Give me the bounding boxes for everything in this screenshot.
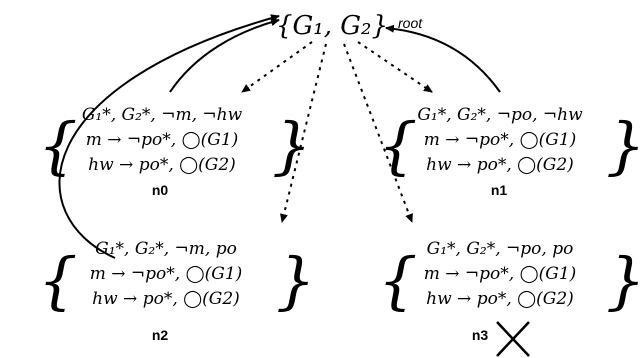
node-label: n0 <box>152 182 169 198</box>
brace-right: } <box>272 109 311 182</box>
edge-root-n0 <box>241 41 313 93</box>
root-node: {G₁, G₂} root <box>276 11 423 41</box>
node-n3: { } G₁*, G₂*, ¬po, po m → ¬po*, ◯(G1) hw… <box>378 239 641 357</box>
formula-line: G₁*, G₂*, ¬po, po <box>427 239 574 259</box>
brace-right: } <box>276 244 315 317</box>
brace-left: { <box>38 244 77 317</box>
edge-n1-root <box>385 24 501 93</box>
formula-line: m → ¬po*, ◯(G1) <box>424 130 577 150</box>
brace-left: { <box>378 244 417 317</box>
brace-left: { <box>378 109 417 182</box>
node-n1: { } G₁*, G₂*, ¬po, ¬hw m → ¬po*, ◯(G1) h… <box>378 105 641 198</box>
formula-line: G₁*, G₂*, ¬m, po <box>95 239 237 259</box>
solid-edges <box>58 14 501 259</box>
root-label: root <box>398 15 423 31</box>
node-label: n3 <box>472 327 489 343</box>
edge-n0-root <box>169 18 280 93</box>
formula-line: hw → po*, ◯(G2) <box>426 289 574 309</box>
node-n0: { } G₁*, G₂*, ¬m, ¬hw m → ¬po*, ◯(G1) hw… <box>38 105 311 198</box>
formula-line: hw → po*, ◯(G2) <box>426 155 574 175</box>
formula-line: m → ¬po*, ◯(G1) <box>90 264 243 284</box>
brace-right: } <box>606 109 641 182</box>
formula-line: hw → po*, ◯(G2) <box>88 155 236 175</box>
pruned-cross-icon <box>496 321 530 357</box>
edge-root-n1 <box>357 41 433 93</box>
formula-line: m → ¬po*, ◯(G1) <box>86 130 239 150</box>
formula-line: hw → po*, ◯(G2) <box>92 289 240 309</box>
brace-right: } <box>606 244 641 317</box>
formula-line: G₁*, G₂*, ¬m, ¬hw <box>82 105 243 125</box>
formula-line: m → ¬po*, ◯(G1) <box>424 264 577 284</box>
dotted-edges <box>241 41 433 223</box>
node-n2: { } G₁*, G₂*, ¬m, po m → ¬po*, ◯(G1) hw … <box>38 239 315 343</box>
node-label: n1 <box>491 182 508 198</box>
formula-line: G₁*, G₂*, ¬po, ¬hw <box>417 105 583 125</box>
edge-root-n2 <box>280 43 327 223</box>
node-label: n2 <box>152 327 169 343</box>
brace-left: { <box>38 109 77 182</box>
edge-n2-root <box>58 14 280 259</box>
root-set: {G₁, G₂} <box>276 11 388 41</box>
